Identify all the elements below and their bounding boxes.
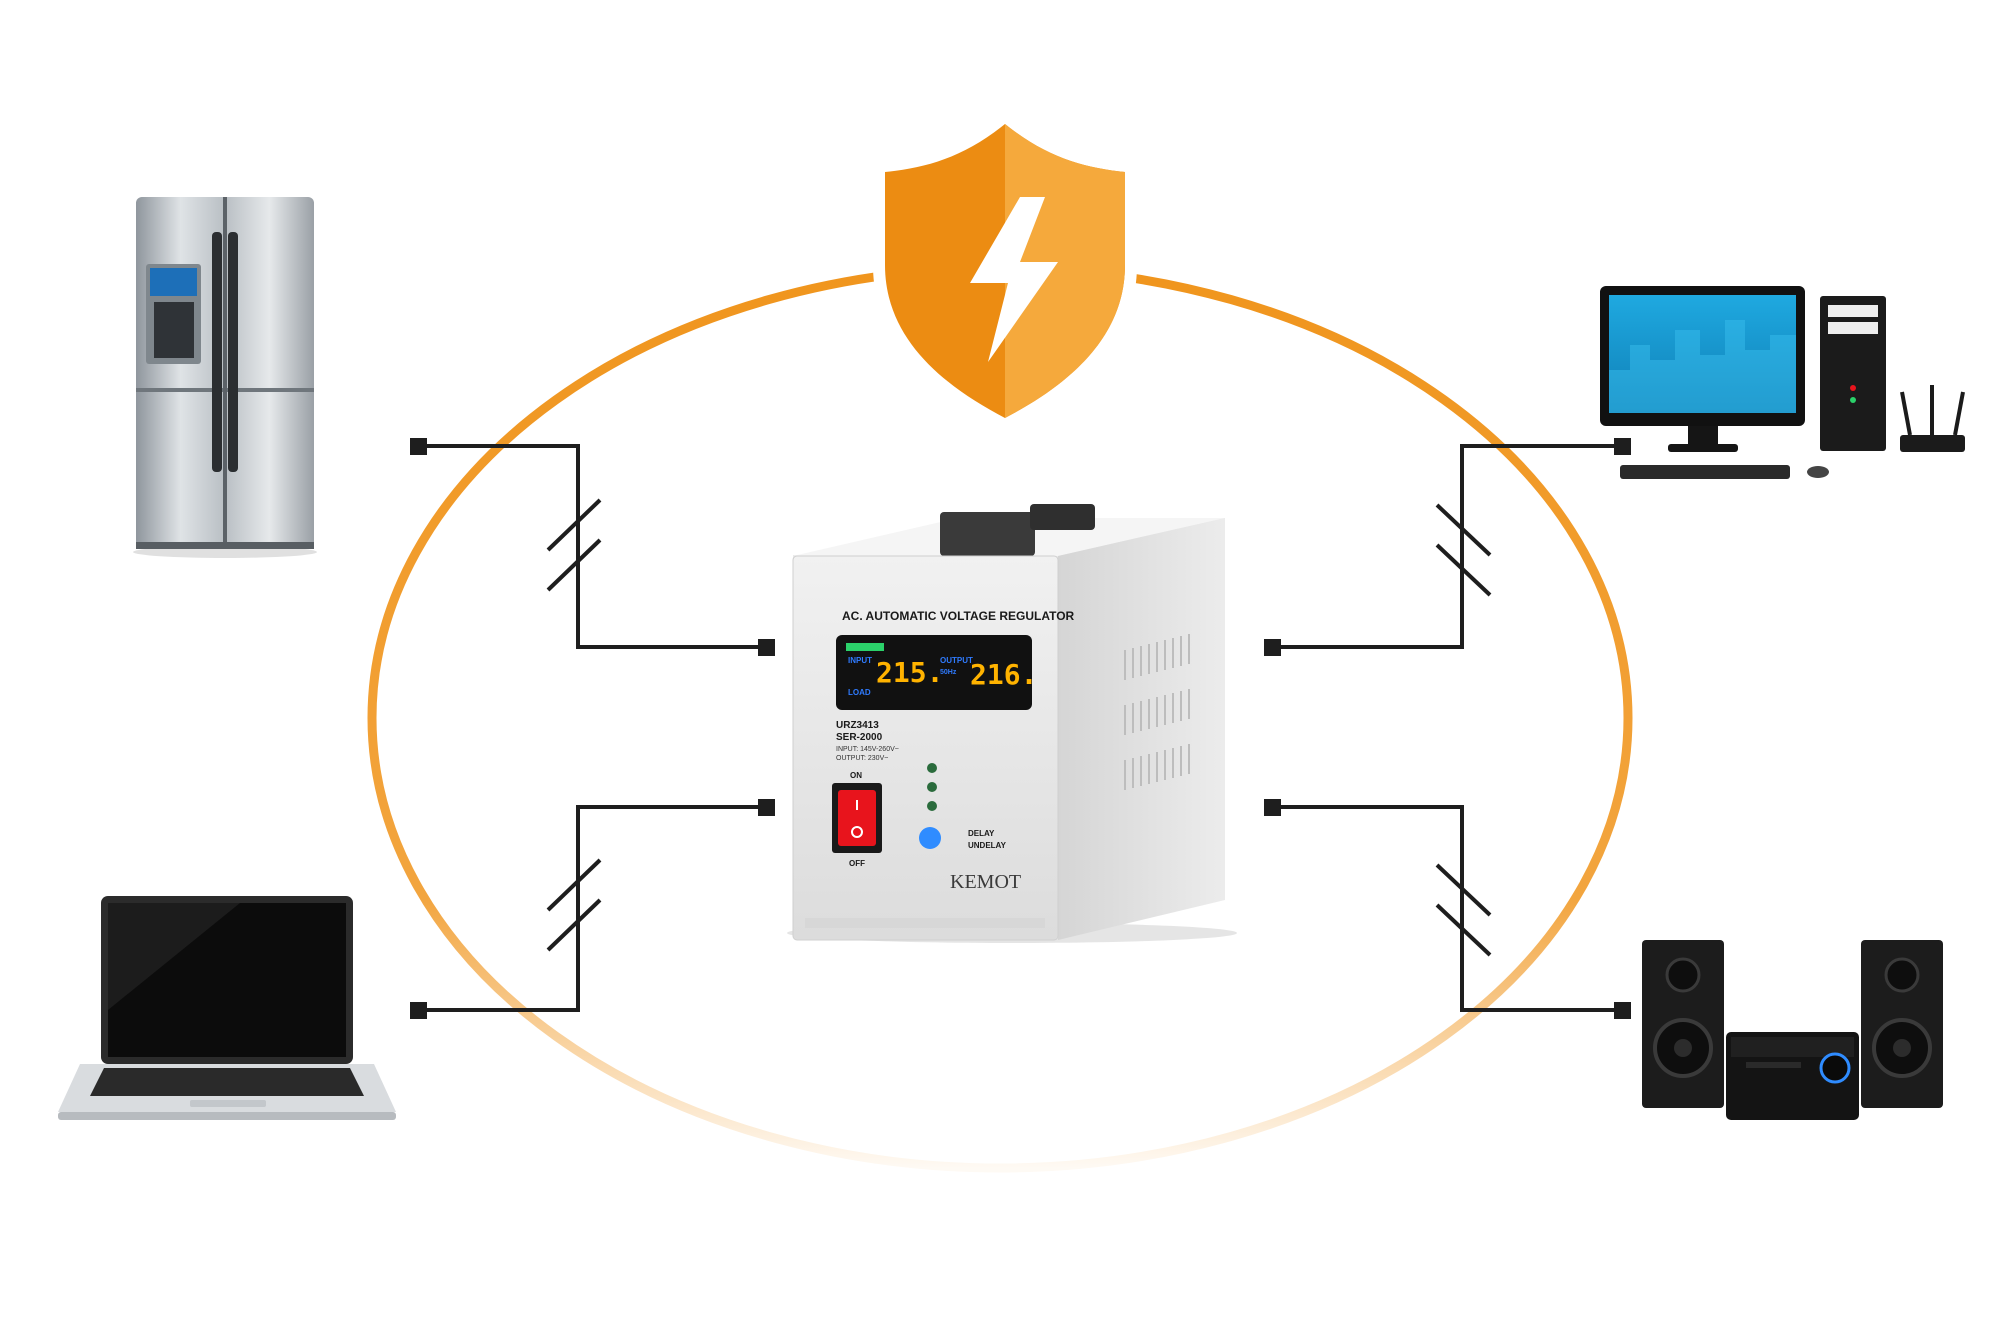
voltage-regulator <box>787 504 1237 943</box>
brand-logo: KEMOT <box>950 871 1021 893</box>
stereo-system-icon <box>1642 940 1943 1120</box>
switch-off-label: OFF <box>849 859 865 868</box>
shield-lightning-icon <box>873 112 1137 430</box>
output-frequency: 50Hz <box>940 669 957 676</box>
input-label: INPUT <box>848 656 872 665</box>
output-voltage-reading: 216. <box>970 658 1037 691</box>
wire-right-bottom <box>1272 805 1622 1012</box>
undelay-label: UNDELAY <box>968 841 1007 850</box>
refrigerator-icon <box>133 197 317 558</box>
spec-output: OUTPUT: 230V~ <box>836 755 888 762</box>
desktop-computer-icon <box>1600 286 1965 479</box>
wire-left-top <box>418 444 766 649</box>
input-voltage-reading: 215. <box>876 656 943 689</box>
wire-terminals <box>410 438 1631 1019</box>
model-code: URZ3413 <box>836 720 879 731</box>
model-name: SER-2000 <box>836 732 883 743</box>
load-label: LOAD <box>848 688 871 697</box>
wire-left-bottom <box>418 805 766 1012</box>
wire-right-top <box>1272 444 1622 649</box>
laptop-icon <box>58 896 396 1120</box>
switch-on-label: ON <box>850 771 862 780</box>
spec-input: INPUT: 145V-260V~ <box>836 746 899 753</box>
output-label: OUTPUT <box>940 656 973 665</box>
delay-label: DELAY <box>968 829 995 838</box>
regulator-panel-title: AC. AUTOMATIC VOLTAGE REGULATOR <box>842 609 1075 623</box>
